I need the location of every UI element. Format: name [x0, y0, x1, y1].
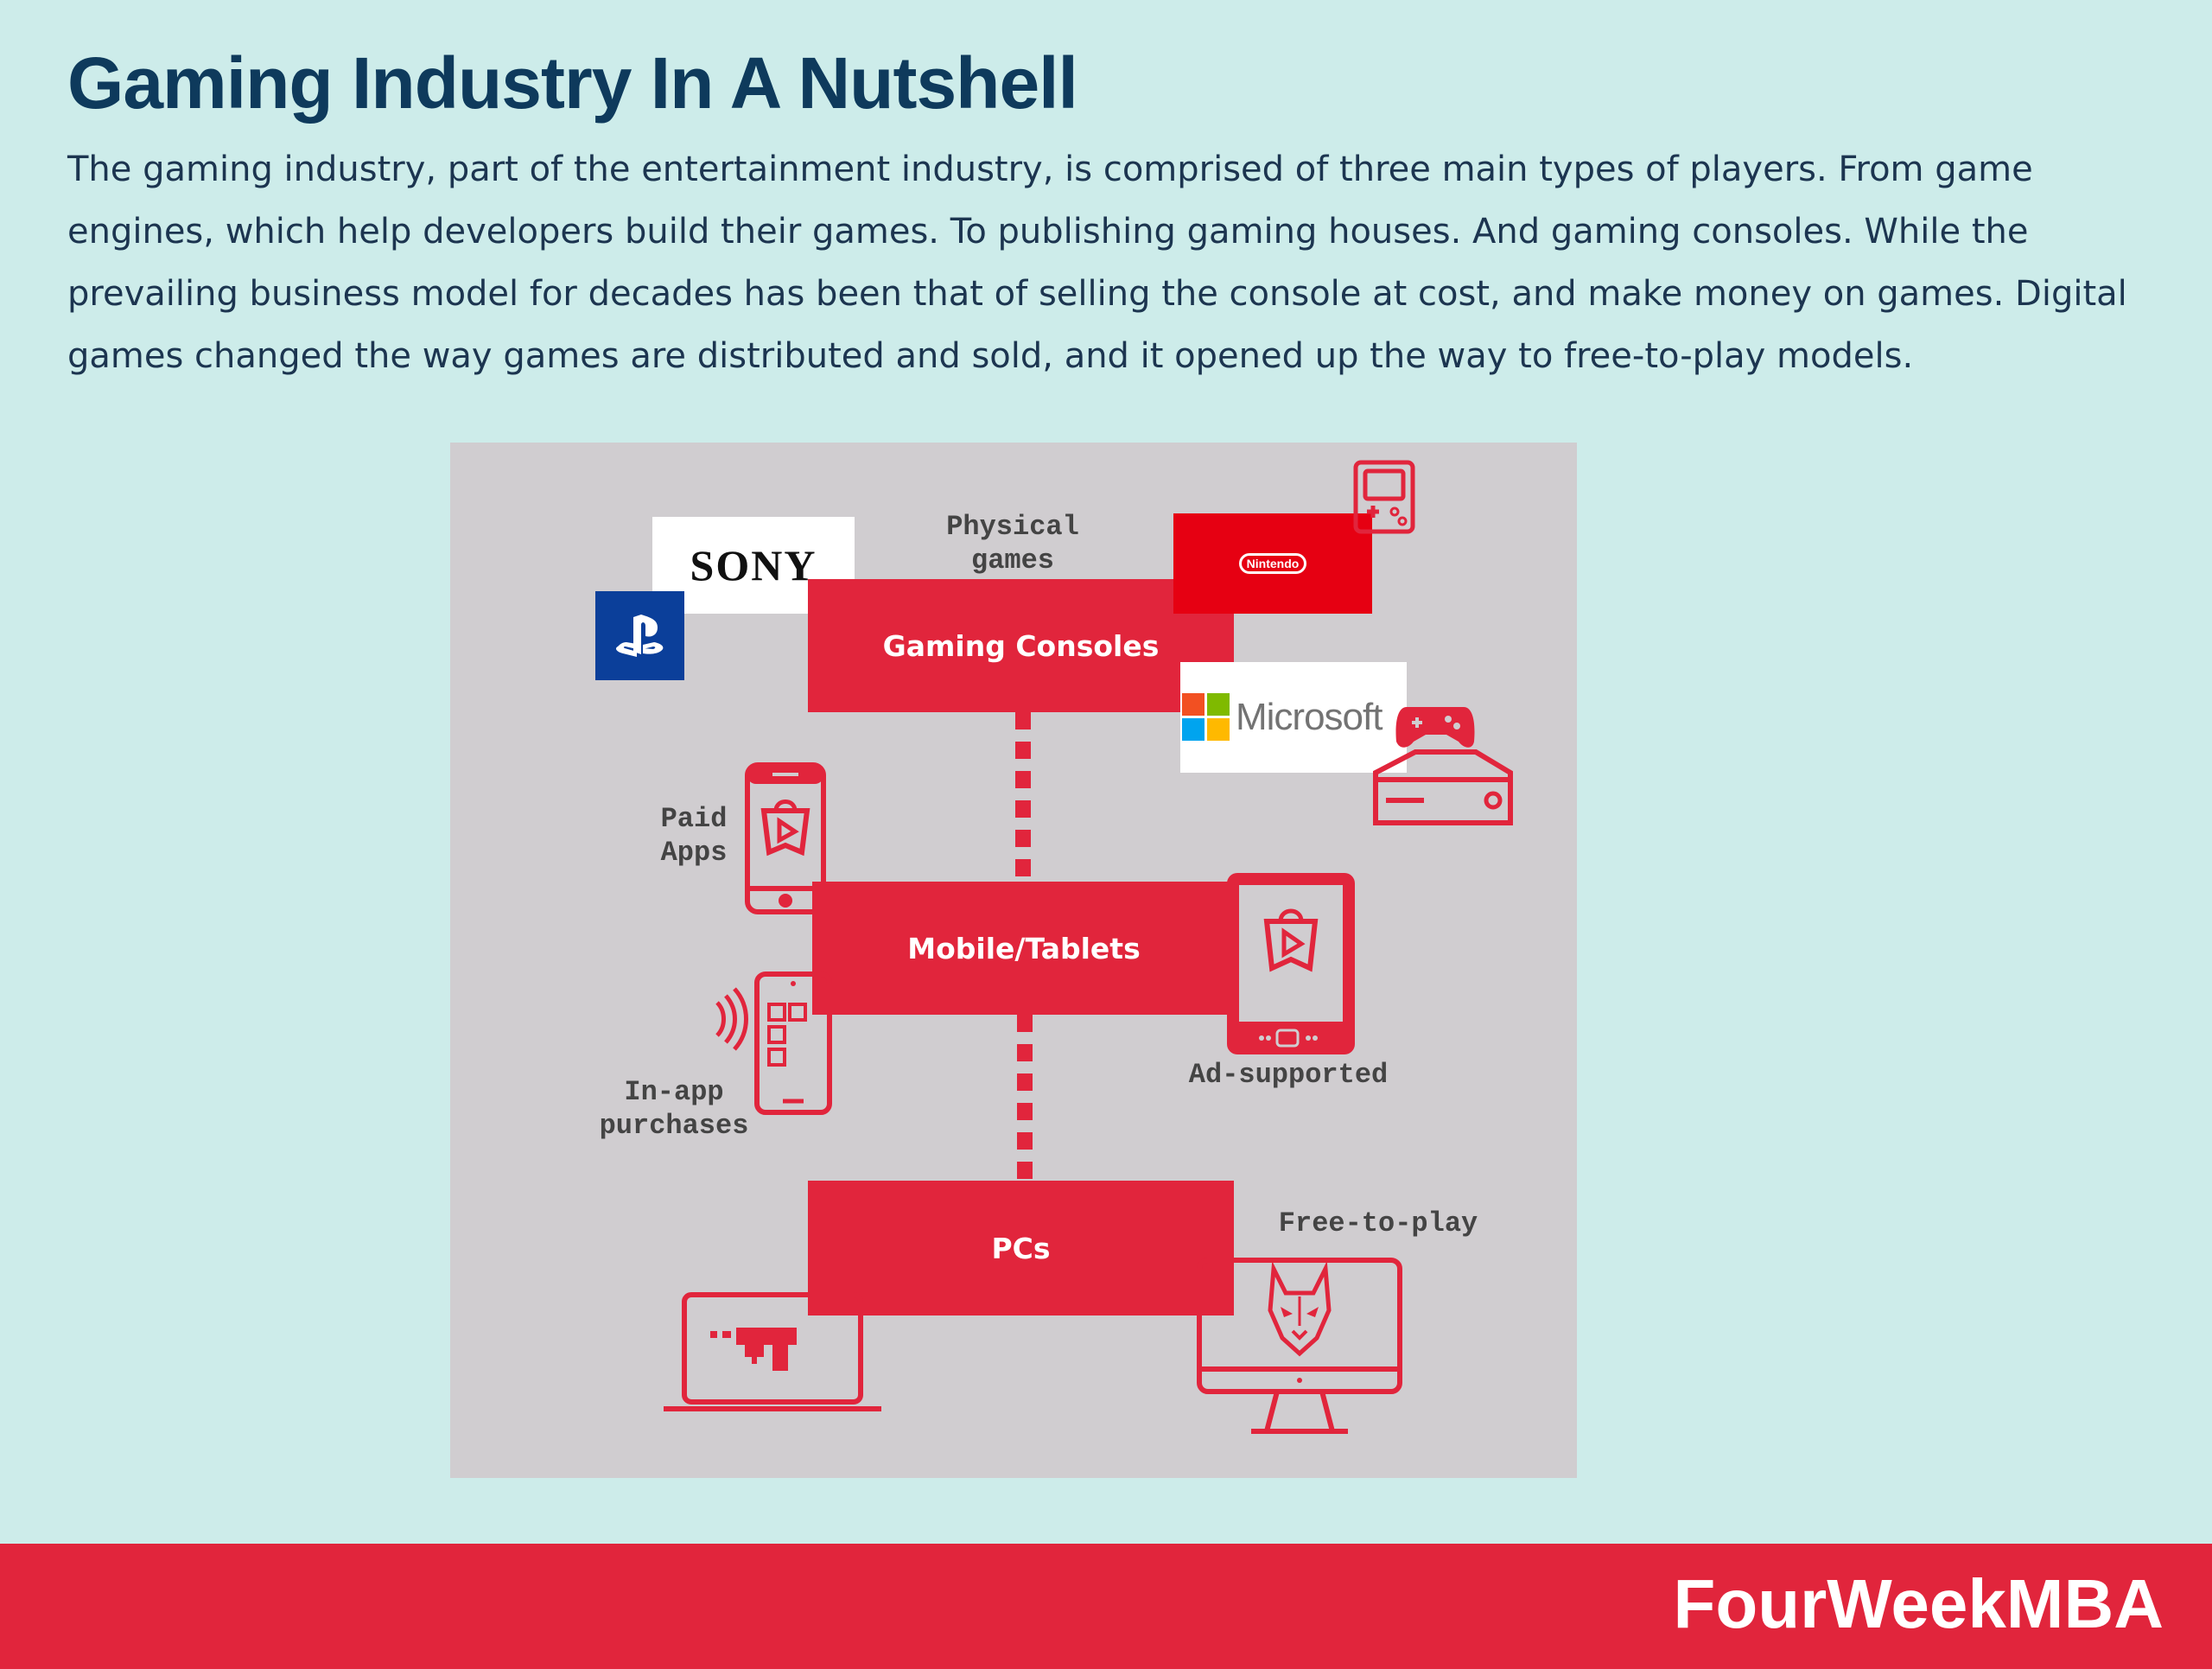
laptop-game-icon [664, 1292, 881, 1411]
xbox-console-icon [1373, 707, 1513, 825]
connector-consoles-mobile [1015, 712, 1031, 882]
label-ad-supported: Ad-supported [1188, 1059, 1389, 1091]
label-in-app-purchases: In-app purchases [599, 1076, 749, 1142]
phone-paid-app-icon [745, 762, 826, 914]
pcs-box: PCs [808, 1181, 1234, 1315]
gaming-consoles-box: Gaming Consoles [808, 579, 1234, 712]
footer-bar [0, 1544, 2212, 1669]
monitor-fox-icon [1197, 1258, 1402, 1434]
gameboy-icon [1353, 460, 1415, 534]
connector-mobile-pcs [1017, 1015, 1033, 1184]
page-description: The gaming industry, part of the enterta… [67, 150, 2127, 376]
mobile-tablets-box: Mobile/Tablets [812, 882, 1236, 1015]
label-free-to-play: Free-to-play [1278, 1207, 1478, 1239]
microsoft-logo: Microsoft [1180, 662, 1407, 773]
sony-logo-text: SONY [690, 541, 817, 589]
brand-logo: FourWeekMBA [1673, 1565, 2164, 1642]
page-title: Gaming Industry In A Nutshell [67, 42, 1078, 124]
label-paid-apps: Paid Apps [660, 803, 728, 869]
nintendo-logo-text: Nintendo [1238, 553, 1307, 574]
nintendo-logo: Nintendo [1173, 513, 1372, 614]
playstation-icon [595, 591, 684, 680]
label-physical-games: Physical games [946, 511, 1079, 577]
microsoft-logo-text: Microsoft [1236, 696, 1382, 738]
microsoft-windows-icon [1182, 693, 1230, 741]
phone-in-app-icon [715, 971, 832, 1115]
tablet-ad-icon [1227, 873, 1355, 1054]
